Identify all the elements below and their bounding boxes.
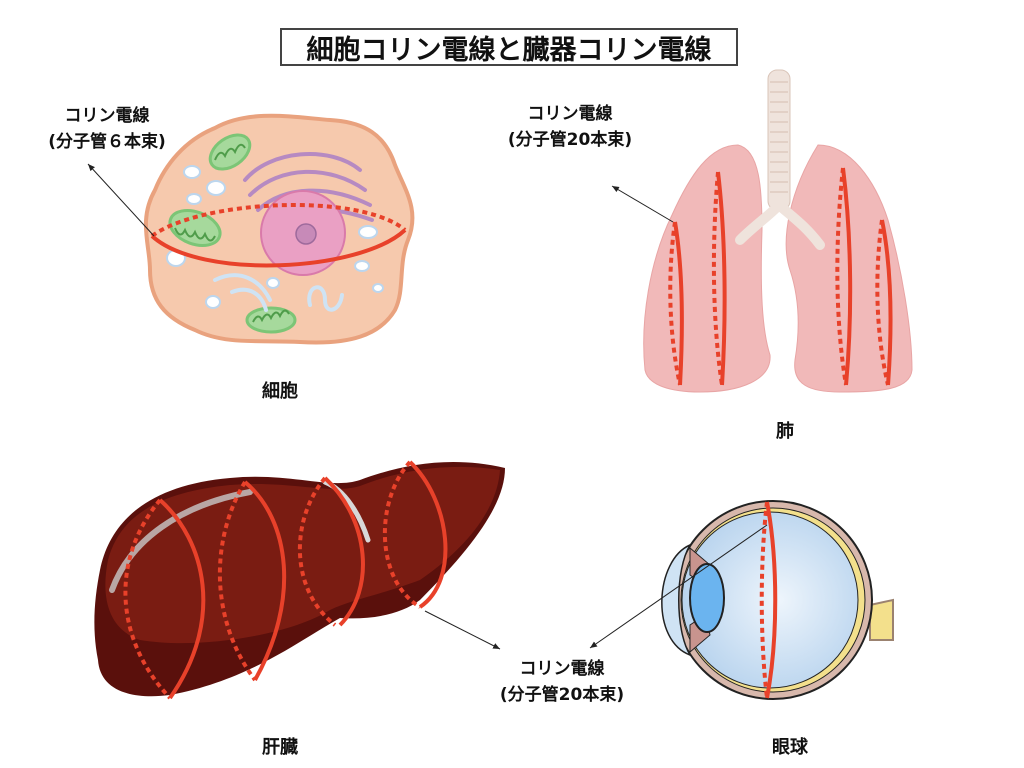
- lung-pointer-arrow: [611, 185, 674, 223]
- lung-wire-callout-line2: (分子管20本束): [507, 130, 633, 150]
- endoplasmic-reticulum: [213, 273, 344, 312]
- liver-pointer-arrow: [424, 610, 501, 650]
- vesicles: [166, 165, 384, 309]
- lung-label: 肺: [776, 421, 794, 442]
- eye-wire-back: [759, 501, 769, 699]
- cell-wire-callout-line2: (分子管６本束): [48, 132, 166, 152]
- bronchi: [735, 200, 825, 250]
- liver-illustration: [94, 460, 505, 700]
- cell-illustration: [87, 113, 415, 345]
- eye-pointer-arrow: [589, 524, 768, 649]
- cell-wire-back: [150, 203, 407, 238]
- liver-label: 肝臓: [262, 737, 298, 758]
- lens: [689, 563, 725, 633]
- cell-label: 細胞: [262, 381, 298, 402]
- eye-wire-front: [765, 501, 778, 699]
- trachea: [767, 69, 791, 211]
- optic-nerve: [869, 598, 894, 641]
- cornea: [661, 543, 692, 657]
- liver-highlight: [109, 489, 253, 593]
- eye-illustration: [589, 500, 894, 700]
- liver-wires: [123, 460, 448, 700]
- liver-eye-wire-callout-line2: (分子管20本束): [499, 685, 625, 705]
- cell-wire-callout-line1: コリン電線: [64, 106, 150, 126]
- lung-illustration: [611, 69, 913, 393]
- liver-eye-wire-callout: コリン電線 (分子管20本束): [472, 656, 652, 708]
- liver-eye-wire-callout-line1: コリン電線: [519, 659, 605, 679]
- mitochondria: [168, 133, 297, 334]
- cell-pointer-arrow: [87, 163, 155, 237]
- eye-label: 眼球: [772, 737, 808, 758]
- cell-wire-front: [150, 228, 407, 268]
- lung-right-side: [643, 144, 771, 393]
- lung-wire-callout: コリン電線 (分子管20本束): [480, 101, 660, 153]
- cell-wire-callout: コリン電線 (分子管６本束): [22, 103, 192, 155]
- nucleolus: [295, 223, 317, 245]
- lung-wire-callout-line1: コリン電線: [527, 104, 613, 124]
- lung-wires: [668, 167, 893, 386]
- page-title: 細胞コリン電線と臓器コリン電線: [280, 28, 738, 66]
